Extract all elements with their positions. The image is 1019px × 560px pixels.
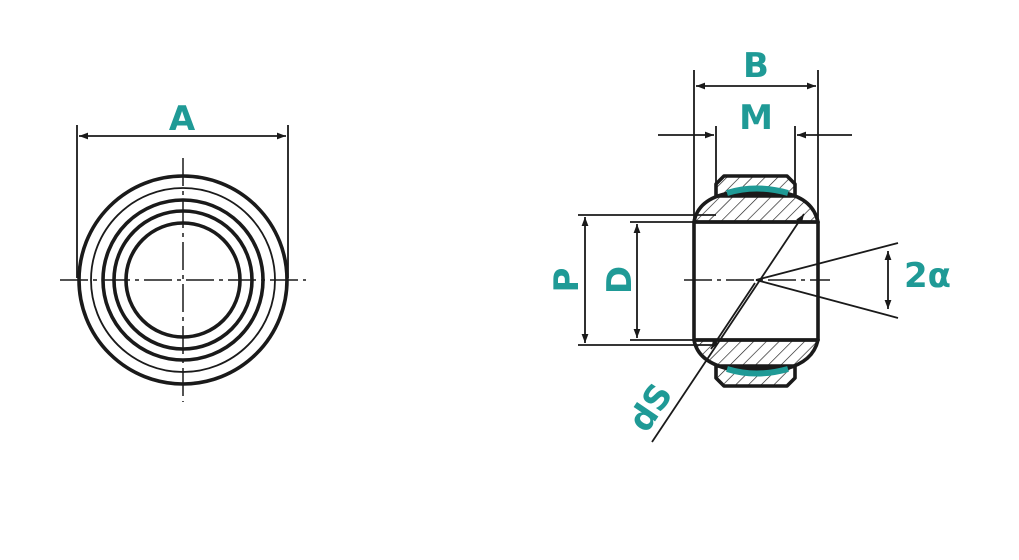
sphere-diameter-arrow-bottom: [710, 282, 756, 350]
front-view: [60, 125, 306, 402]
dimension-m-label: M: [739, 98, 773, 138]
ball-bore-outline: [692, 220, 820, 342]
sphere-diameter-line: [651, 213, 805, 443]
dimension-angle-label: 2α: [904, 256, 951, 296]
dimension-d-label: D: [600, 266, 640, 294]
sphere-diameter-label: dS: [621, 376, 681, 439]
section-view: [578, 70, 899, 443]
liner-bottom: [726, 366, 789, 377]
angle-line-top: [755, 242, 899, 281]
dimension-b-label: B: [743, 46, 769, 86]
liner-top: [726, 185, 789, 196]
dimension-a-label: A: [169, 99, 196, 139]
dimension-p-label: P: [547, 268, 587, 293]
angle-line-bottom: [755, 279, 899, 319]
